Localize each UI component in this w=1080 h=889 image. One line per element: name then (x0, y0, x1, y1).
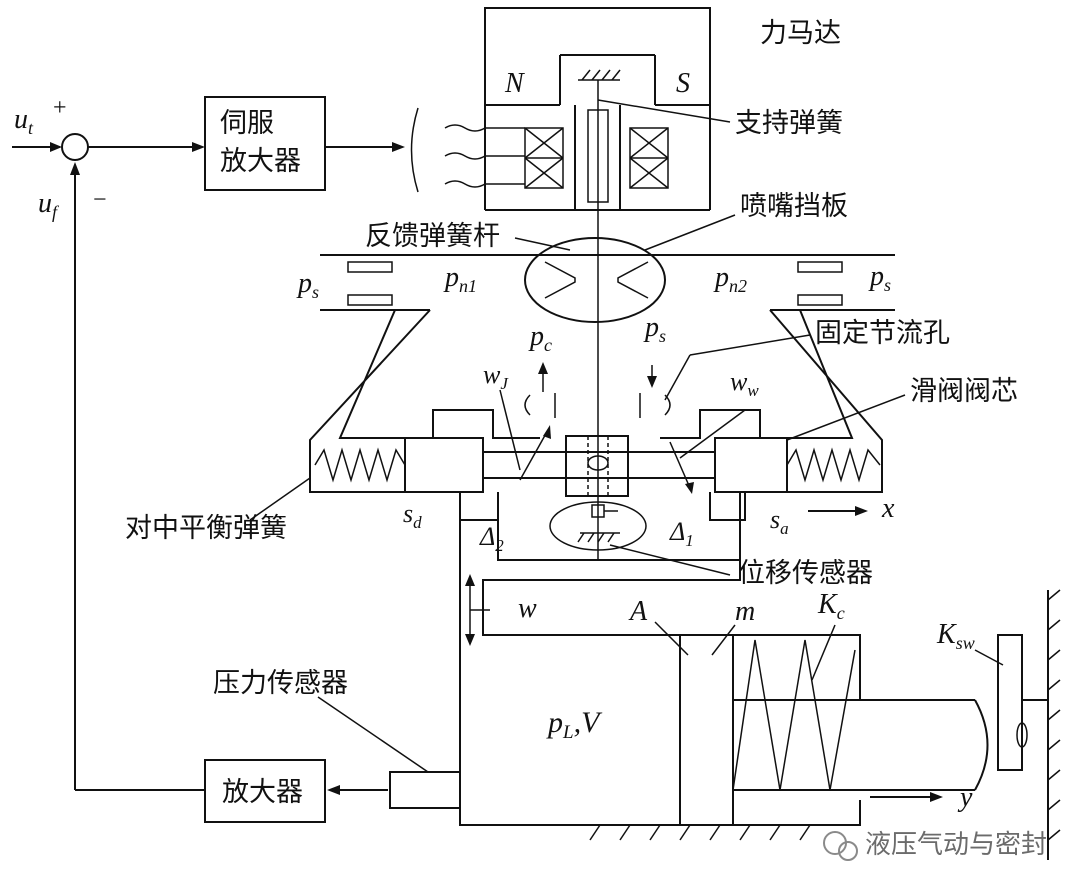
pLV-symbol: pL,V (546, 706, 603, 743)
ps-mid-symbol: ps (643, 312, 666, 346)
x-symbol: x (881, 493, 895, 524)
support-spring-label: 支持弹簧 (735, 108, 843, 139)
actuator (459, 520, 989, 841)
y-symbol: y (957, 782, 973, 813)
sa-symbol: sa (770, 505, 789, 538)
ww-symbol: ww (730, 367, 759, 400)
watermark: 液压气动与密封 (823, 830, 1047, 861)
sd-symbol: sd (403, 499, 422, 532)
servo-amp-line1: 伺服 (220, 108, 274, 139)
delta1-symbol: Δ1 (669, 517, 694, 550)
Kc-symbol: Kc (817, 589, 845, 623)
uf-symbol: uf (38, 188, 60, 222)
watermark-text: 液压气动与密封 (865, 830, 1047, 860)
amplifier-label: 放大器 (222, 777, 303, 808)
Ksw-symbol: Ksw (936, 619, 975, 653)
pn1-symbol: pn1 (443, 262, 477, 296)
spool-label: 滑阀阀芯 (910, 376, 1018, 407)
delta2-symbol: Δ2 (479, 522, 504, 555)
feedback-rod-label: 反馈弹簧杆 (365, 221, 500, 252)
amplifier-block: 放大器 (204, 759, 388, 823)
servo-amplifier-block: 伺服 放大器 (204, 96, 405, 191)
A-symbol: A (628, 596, 648, 627)
S-pole: S (676, 68, 690, 99)
m-symbol: m (735, 596, 755, 627)
minus-sign: − (93, 187, 107, 213)
fixed-orifice-label: 固定节流孔 (815, 318, 950, 349)
centering-springs (314, 447, 881, 483)
summing-junction (12, 133, 205, 161)
load-wall (997, 589, 1061, 860)
ps-left: ps (296, 268, 319, 302)
plus-sign: + (53, 95, 67, 121)
torque-motor (484, 7, 711, 560)
displacement-sensor-label: 位移传感器 (738, 558, 873, 589)
servo-amp-line2: 放大器 (220, 146, 301, 177)
feedback-path (70, 162, 205, 791)
valve-body (309, 309, 883, 561)
wJ-symbol: wJ (483, 360, 509, 393)
pc-symbol: pc (528, 321, 552, 355)
pn2-symbol: pn2 (713, 262, 747, 296)
pressure-sensor-label: 压力传感器 (213, 668, 348, 699)
ps-right: ps (868, 261, 891, 295)
nozzle-flapper-label: 喷嘴挡板 (740, 191, 848, 222)
coil-wires (410, 107, 525, 193)
w-symbol: w (518, 593, 537, 624)
pressure-sensor (317, 696, 461, 809)
nozzle-flapper (320, 237, 895, 323)
N-pole: N (504, 68, 525, 99)
centering-spring-label: 对中平衡弹簧 (125, 513, 287, 544)
torque-motor-label: 力马达 (760, 18, 841, 49)
ut-symbol: ut (14, 104, 34, 138)
